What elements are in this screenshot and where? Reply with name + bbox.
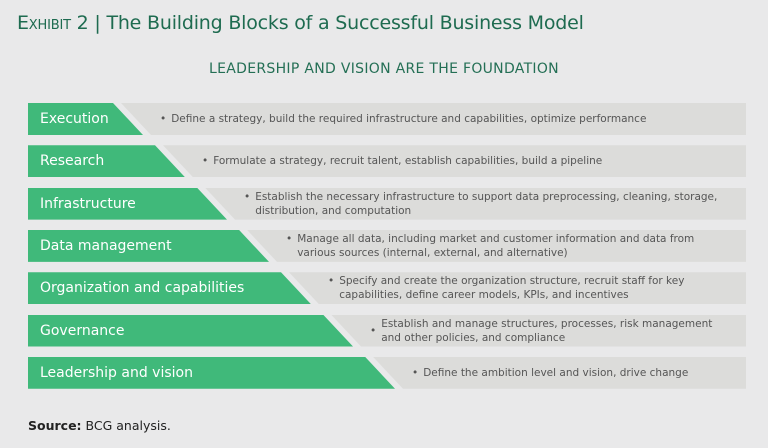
bullet-icon: •: [328, 275, 335, 288]
block-label-band: [28, 229, 269, 262]
description-band: [205, 187, 746, 220]
bullet-icon: •: [202, 155, 209, 168]
block-label-band: [28, 145, 185, 178]
block-description: • Specify and create the organization str…: [328, 272, 732, 304]
block-label: Infrastructure: [40, 195, 136, 212]
description-text: Specify and create the organization stru…: [339, 275, 685, 302]
block-description: • Manage all data, including market and c…: [286, 230, 732, 262]
description-text: Formulate a strategy, recruit talent, es…: [213, 155, 603, 168]
block-row: Execution • Define a strategy, build the r…: [28, 103, 746, 135]
block-label: Governance: [40, 322, 125, 339]
description-text: Establish and manage structures, process…: [381, 317, 713, 344]
block-row: Governance • Establish and manage structur…: [28, 314, 746, 347]
block-label: Leadership and vision: [40, 364, 193, 381]
block-label-band: [28, 356, 395, 389]
bullet-icon: •: [244, 190, 251, 203]
description-band: [373, 356, 746, 389]
description-band: [163, 145, 746, 178]
description-text: Define a strategy, build the required in…: [171, 113, 647, 125]
bullet-icon: •: [370, 324, 377, 337]
description-band: [289, 272, 746, 305]
block-description: • Establish the necessary infrastructure …: [244, 188, 732, 220]
description-band: [121, 103, 746, 135]
block-description: • Establish and manage structures, proces…: [370, 315, 732, 347]
description-text: Establish the necessary infrastructure t…: [255, 190, 718, 217]
block-row: Research • Formulate a strategy, recruit t…: [28, 145, 746, 178]
block-description: • Define the ambition level and vision, d…: [412, 357, 732, 389]
block-label-band: [28, 314, 353, 347]
block-label: Research: [40, 153, 105, 170]
block-description: • Define a strategy, build the required i…: [160, 103, 732, 135]
title-text: The Building Blocks of a Successful Busi…: [106, 12, 584, 34]
title-separator: |: [94, 12, 101, 34]
block-row: Organization and capabilities • Specify an…: [28, 272, 746, 305]
block-description: • Formulate a strategy, recruit talent, e…: [202, 145, 732, 177]
block-label-band: [28, 272, 311, 305]
source-text: BCG analysis.: [85, 418, 171, 433]
bullet-icon: •: [412, 366, 419, 379]
description-text: Define the ambition level and vision, dr…: [423, 366, 689, 379]
exhibit-number: Exhibit 2: [17, 12, 89, 34]
block-label: Organization and capabilities: [40, 280, 245, 297]
block-label: Data management: [40, 237, 172, 254]
diagram-subtitle: LEADERSHIP AND VISION ARE THE FOUNDATION: [209, 61, 559, 77]
bullet-icon: •: [160, 113, 167, 125]
block-label-band: [28, 187, 227, 220]
description-band: [331, 314, 746, 347]
description-text: Manage all data, including market and cu…: [297, 232, 695, 259]
block-label: Execution: [40, 111, 109, 127]
block-row: Leadership and vision • Define the ambitio…: [28, 356, 746, 389]
bullet-icon: •: [286, 232, 293, 245]
block-row: Infrastructure • Establish the necessary i…: [28, 187, 746, 220]
block-row: Data management • Manage all data, includi…: [28, 229, 746, 262]
source-note: Source: BCG analysis.: [28, 418, 171, 433]
source-label: Source:: [28, 418, 82, 433]
exhibit-title: Exhibit 2 | The Building Blocks of a Suc…: [17, 12, 584, 34]
description-band: [247, 229, 746, 262]
